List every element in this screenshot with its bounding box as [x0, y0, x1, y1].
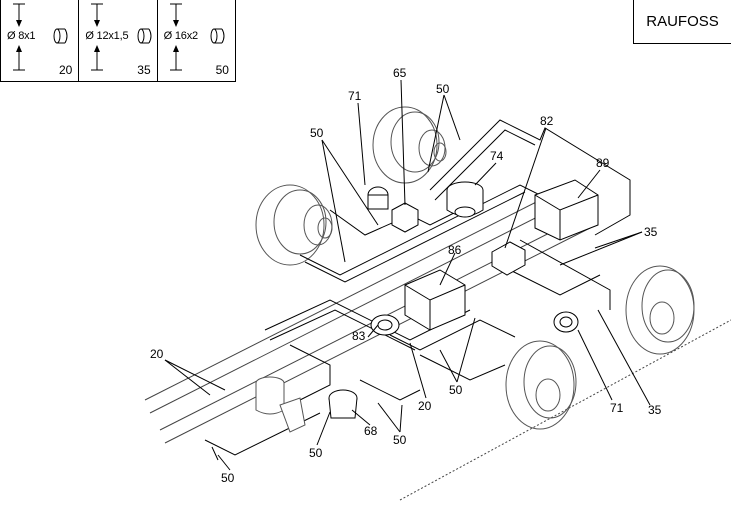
legend-cell-12x1-5: Ø 12x1,5 35	[78, 0, 156, 81]
pipe-section-icon	[91, 3, 152, 71]
valve-86	[404, 269, 466, 331]
pipe-size-legend: Ø 8x1 20 Ø 12x1,5 35	[0, 0, 236, 82]
callout-50: 50	[221, 471, 235, 485]
callout-50: 50	[436, 82, 450, 96]
callout-71: 71	[610, 401, 624, 415]
callout-50: 50	[449, 383, 463, 397]
wheel-rear-right	[625, 265, 695, 355]
callout-82: 82	[540, 114, 554, 128]
callout-89: 89	[596, 156, 610, 170]
callout-68: 68	[364, 424, 378, 438]
legend-code: 50	[215, 63, 229, 77]
callout-74: 74	[490, 149, 504, 163]
callout-83: 83	[352, 329, 366, 343]
callout-50: 50	[393, 433, 407, 447]
callout-35: 35	[648, 403, 662, 417]
valve-82	[491, 241, 526, 276]
pipe-section-icon	[13, 3, 68, 71]
callout-20: 20	[150, 347, 164, 361]
callout-65: 65	[393, 66, 407, 80]
wheel-rear-left	[505, 340, 577, 430]
callout-35: 35	[644, 225, 658, 239]
valve-68	[328, 389, 358, 419]
legend-spec: Ø 16x2	[163, 30, 198, 42]
legend-spec: Ø 12x1,5	[85, 30, 129, 42]
leader-lines	[164, 79, 651, 471]
legend-code: 35	[137, 63, 151, 77]
legend-cell-16x2: Ø 16x2 50	[156, 0, 235, 81]
callout-50: 50	[310, 126, 324, 140]
valve-89	[534, 179, 599, 241]
callout-50: 50	[309, 446, 323, 460]
wheel-front-left	[255, 184, 333, 266]
valve-71-rear	[553, 311, 579, 333]
valve-65	[391, 202, 419, 233]
callout-71: 71	[348, 89, 362, 103]
pipe-section-icon	[169, 3, 225, 71]
valve-83	[370, 314, 400, 336]
valve-71-front	[367, 186, 389, 210]
air-dryer	[255, 376, 306, 433]
callout-labels: 71 65 50 50 82 74 89 35 86 83 20 20 50 6…	[150, 66, 662, 485]
callout-20: 20	[418, 399, 432, 413]
legend-spec: Ø 8x1	[7, 30, 36, 42]
brand-label: RAUFOSS	[633, 0, 731, 44]
legend-code: 20	[58, 63, 73, 77]
wheel-front-right	[372, 106, 447, 184]
valve-74	[446, 181, 484, 218]
callout-86: 86	[448, 243, 462, 257]
legend-cell-8x1: Ø 8x1 20	[1, 0, 78, 81]
